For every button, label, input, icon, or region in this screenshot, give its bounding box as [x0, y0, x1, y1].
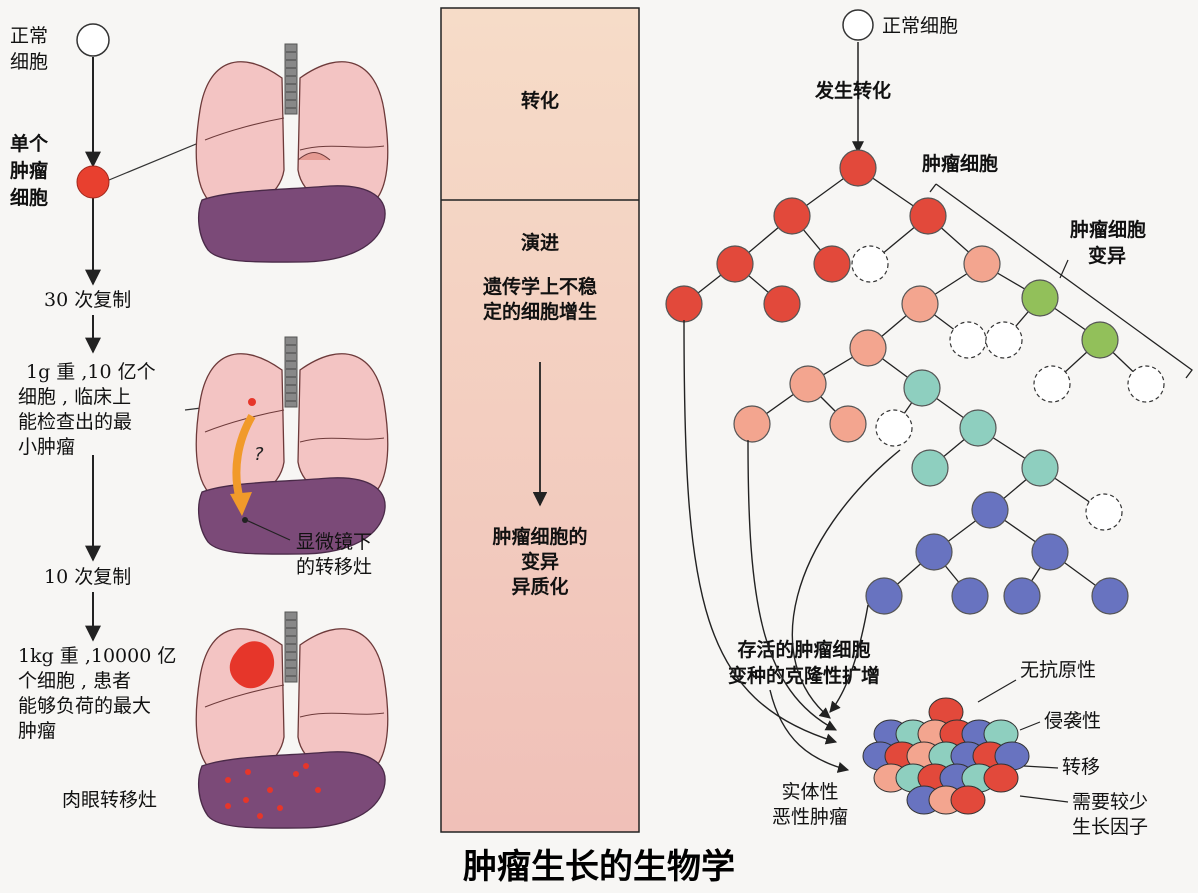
one-kg-label-4: 肿瘤 — [18, 720, 56, 742]
clone-arrow — [829, 604, 869, 713]
pointer-line — [977, 679, 1017, 703]
tumor-cell — [829, 405, 867, 443]
solid-tumor-label-1: 实体性 — [781, 781, 838, 803]
question-mark: ? — [254, 444, 264, 465]
dead-cell — [949, 321, 987, 359]
bracket-line — [935, 183, 1193, 379]
tumor-cell — [1091, 577, 1129, 615]
tumor-cell — [1003, 577, 1041, 615]
tumor-cell — [865, 577, 903, 615]
tumor-cell — [733, 405, 771, 443]
unstable-label-2: 定的细胞增生 — [483, 300, 597, 323]
naked-eye-metastasis-label: 肉眼转移灶 — [62, 789, 157, 811]
middle-panel: 转化 演进 遗传学上不稳 定的细胞增生 肿瘤细胞的 变异 异质化 — [440, 7, 640, 833]
normal-cell-circle — [76, 23, 110, 57]
organ-illustration-2: ? — [195, 336, 389, 555]
surviving-clones-label-1: 存活的肿瘤细胞 — [737, 638, 870, 661]
right-panel: 正常细胞 发生转化 肿瘤细胞 肿瘤细胞 变异 存活的肿瘤细胞 变种的克隆性扩增 … — [665, 9, 1193, 838]
variation-label-2: 变异 — [521, 550, 559, 573]
rep10-label: 10 次复制 — [44, 566, 131, 588]
tumor-cell — [1081, 321, 1119, 359]
normal-cell-label-1: 正常 — [10, 25, 48, 47]
unstable-label-1: 遗传学上不稳 — [482, 275, 597, 298]
single-tumor-cell — [76, 165, 110, 199]
variation-label-3: 异质化 — [511, 575, 568, 598]
invasive-label: 侵袭性 — [1044, 710, 1101, 732]
single-cell-label-2: 肿瘤 — [10, 159, 48, 182]
dead-cell — [1127, 365, 1165, 403]
tumor-cell — [909, 197, 947, 235]
one-gram-label-2: 细胞 , 临床上 — [18, 386, 131, 408]
variant-label-1: 肿瘤细胞 — [1070, 218, 1146, 241]
dead-cell — [1085, 493, 1123, 531]
solid-tumor-label-2: 恶性肿瘤 — [772, 806, 848, 828]
one-kg-label-3: 能够负荷的最大 — [18, 695, 151, 717]
tumor-cell — [1021, 279, 1059, 317]
mass-cell — [983, 763, 1019, 793]
rep30-label: 30 次复制 — [44, 289, 131, 311]
tumor-cell — [901, 285, 939, 323]
right-normal-cell — [842, 9, 874, 41]
metastasis-label: 转移 — [1062, 756, 1100, 778]
one-kg-label-1: 1kg 重 ,10000 亿 — [18, 645, 176, 667]
tumor-cell — [716, 245, 754, 283]
one-gram-label-4: 小肿瘤 — [18, 436, 75, 458]
tumor-cell — [813, 245, 851, 283]
clone-arrow — [769, 689, 850, 773]
clonal-tree — [665, 149, 1165, 615]
figure-title: 肿瘤生长的生物学 — [463, 847, 735, 887]
occur-transform-label: 发生转化 — [814, 79, 891, 102]
growth-factor-label-1: 需要较少 — [1072, 791, 1148, 813]
mass-cell — [950, 785, 986, 815]
tumor-cell — [951, 577, 989, 615]
micro-metastasis-label-1: 显微镜下 — [296, 531, 372, 553]
tumor-cells-label: 肿瘤细胞 — [922, 152, 998, 175]
single-cell-label-1: 单个 — [10, 132, 49, 155]
progress-label: 演进 — [521, 231, 559, 254]
normal-cell-label-2: 细胞 — [10, 51, 48, 73]
tumor-cell — [763, 285, 801, 323]
tumor-cell — [1021, 449, 1059, 487]
dead-cell — [1033, 365, 1071, 403]
transform-label: 转化 — [521, 89, 559, 112]
clone-arrow — [791, 449, 901, 719]
clone-arrow — [683, 319, 838, 745]
tumor-cell — [903, 369, 941, 407]
one-gram-label-1: 1g 重 ,10 亿个 — [26, 361, 156, 383]
tumor-cell — [915, 533, 953, 571]
tumor-cell — [971, 491, 1009, 529]
left-panel: 正常 细胞 单个 肿瘤 细胞 30 次复制 1g 重 ,10 亿个 细胞 , 临… — [10, 23, 389, 829]
surviving-clones-label-2: 变种的克隆性扩增 — [728, 664, 880, 687]
tumor-cell — [911, 449, 949, 487]
tumor-cell — [789, 365, 827, 403]
dead-cell — [875, 409, 913, 447]
single-cell-label-3: 细胞 — [10, 186, 48, 209]
non-antigenic-label: 无抗原性 — [1020, 659, 1096, 681]
tumor-cell — [849, 329, 887, 367]
variant-label-2: 变异 — [1088, 244, 1126, 267]
tumor-cell — [963, 245, 1001, 283]
one-gram-label-3: 能检查出的最 — [18, 411, 132, 433]
tumor-cell — [959, 409, 997, 447]
clone-arrow — [747, 439, 837, 731]
dead-cell — [985, 321, 1023, 359]
dead-cell — [851, 245, 889, 283]
pointer-line — [1019, 721, 1041, 731]
pointer-line — [1023, 765, 1059, 769]
micro-metastasis-label-2: 的转移灶 — [296, 556, 372, 578]
variation-label-1: 肿瘤细胞的 — [492, 525, 587, 548]
tumor-cell — [1031, 533, 1069, 571]
tumor-cell — [839, 149, 877, 187]
growth-factor-label-2: 生长因子 — [1072, 816, 1148, 838]
tumor-cell — [665, 285, 703, 323]
organ-illustration-3 — [195, 611, 389, 829]
tumor-cell — [773, 197, 811, 235]
organ-illustration-1 — [195, 43, 389, 263]
tumor-mass — [862, 697, 1030, 815]
right-normal-cell-label: 正常细胞 — [882, 15, 958, 37]
pointer-line — [1019, 795, 1069, 803]
one-kg-label-2: 个细胞 , 患者 — [18, 670, 131, 692]
